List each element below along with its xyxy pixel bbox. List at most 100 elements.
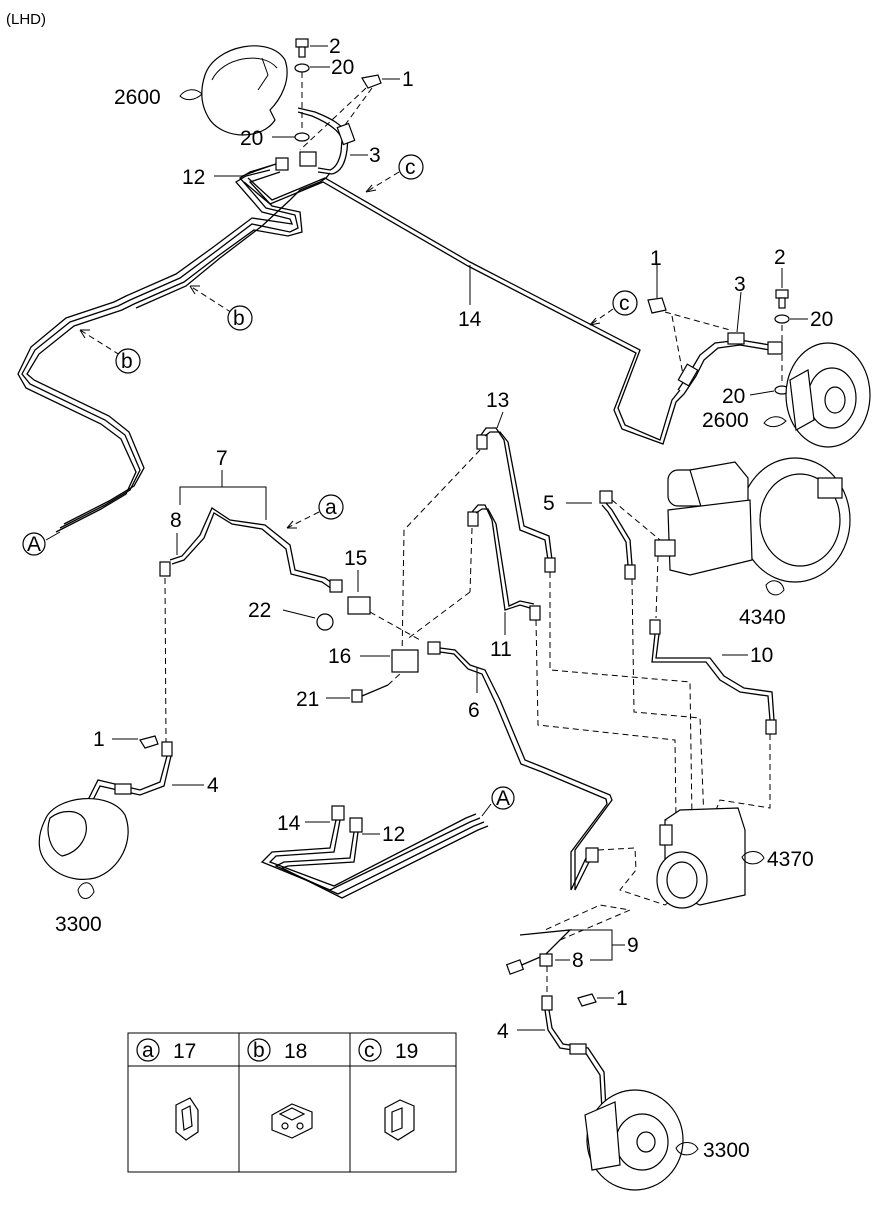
- washer-20-top-right: [774, 314, 790, 324]
- part-3300-label-left: 3300: [55, 913, 102, 936]
- part-7-label: 7: [216, 447, 228, 470]
- hand-pointer-icon: [765, 580, 785, 596]
- anchor-A-bottom-text: A: [496, 787, 510, 810]
- anchor-A-left: [22, 532, 46, 556]
- pipe-14-fitting-bottom: [331, 805, 345, 821]
- legend-part-19: 19: [395, 1040, 418, 1063]
- bracket-8-bottom: [539, 953, 553, 967]
- part-4-label-right: 4: [497, 1020, 509, 1043]
- bolt-2-top-left: [295, 38, 309, 58]
- block-15: [347, 596, 371, 615]
- hose-3-nut-top-left: [299, 151, 317, 167]
- part-2600-label-right: 2600: [702, 409, 749, 432]
- clip-marker-c-lower-text: c: [619, 292, 630, 315]
- clip-marker-c-upper: [398, 154, 424, 180]
- hose-4-fitting-top-left: [161, 741, 173, 757]
- part-15-label: 15: [344, 547, 367, 570]
- pipe-11-fitting-bottom: [529, 605, 541, 621]
- part-1-label-bottom-left: 1: [93, 728, 105, 751]
- pipe-6-fitting: [585, 847, 599, 863]
- part-1-label-top-right: 1: [650, 247, 662, 270]
- hose-fitting-left-top: [159, 561, 171, 577]
- clip-marker-a: [318, 494, 344, 520]
- bottom-pipe-bundle: [260, 813, 489, 899]
- hand-pointer-icon: [763, 416, 787, 428]
- part-4370-label: 4370: [767, 848, 814, 871]
- anchor-A-left-text: A: [27, 533, 41, 556]
- part-8-label-top: 8: [170, 509, 182, 532]
- part-14-label-top: 14: [458, 308, 482, 331]
- clip-legend-table: a 17 b 18 c 19: [127, 1032, 457, 1173]
- part-22-label: 22: [248, 599, 271, 622]
- block-16: [391, 649, 419, 673]
- legend-letter-b: b: [253, 1039, 265, 1062]
- legend-letter-a: a: [142, 1039, 154, 1062]
- clip-marker-c-lower: [612, 290, 638, 316]
- hose-4-fitting-top-right: [541, 995, 553, 1011]
- pipe-5-fitting: [624, 564, 636, 580]
- master-cylinder-booster: [654, 457, 851, 583]
- abs-hydraulic-unit: [656, 807, 746, 909]
- pipe-12-fitting-bottom: [349, 817, 363, 833]
- pipe-10-fitting-top: [649, 619, 661, 635]
- nut-22: [316, 613, 334, 631]
- part-6-label: 6: [468, 699, 480, 722]
- clip-marker-b-lower: [115, 348, 141, 374]
- part-10-label: 10: [750, 644, 773, 667]
- washer-20-top-left: [294, 63, 310, 73]
- part-20-label-top-b: 20: [240, 127, 263, 150]
- hand-pointer-icon: [675, 1142, 699, 1156]
- pipe-12-nut-top: [275, 157, 289, 171]
- hose-3-nut-top-right: [727, 332, 745, 345]
- part-1-label-top-left: 1: [402, 68, 414, 91]
- front-right-brake-rotor: [785, 342, 871, 448]
- clip-1-top-right: [647, 297, 667, 314]
- part-4-label-left: 4: [207, 774, 219, 797]
- hand-pointer-icon: [77, 882, 95, 899]
- clip-17-icon: [175, 1097, 199, 1141]
- part-2-label-top-right: 2: [774, 246, 786, 269]
- part-1-label-bottom-right: 1: [616, 987, 628, 1010]
- clip-marker-b-lower-text: b: [121, 350, 133, 373]
- pipe-10-fitting-bottom: [765, 719, 777, 735]
- legend-letter-circle-b: [247, 1038, 271, 1062]
- part-4340-label: 4340: [739, 606, 786, 629]
- part-16-label: 16: [328, 645, 351, 668]
- bolt-21: [351, 684, 389, 703]
- clip-marker-b-upper: [227, 305, 253, 331]
- part-2600-label-top: 2600: [114, 86, 161, 109]
- hose-4-clamp-right: [569, 1043, 587, 1055]
- legend-part-17: 17: [173, 1040, 196, 1063]
- clip-19-icon: [384, 1099, 415, 1141]
- clip-1-bottom-left: [139, 735, 159, 749]
- pipe-11-fitting-top: [467, 511, 479, 527]
- part-11-label: 11: [490, 638, 512, 661]
- pipe-6-nut: [427, 641, 441, 655]
- bolt-2-top-right: [775, 289, 789, 309]
- hose-3-banjo-top-right: [767, 341, 783, 355]
- part-12-label-bottom: 12: [382, 823, 405, 846]
- left-pipe-bundle: [17, 163, 331, 533]
- anchor-A-bottom: [491, 786, 515, 810]
- part-9-label: 9: [627, 934, 639, 957]
- hose-4-clamp-left: [114, 783, 132, 795]
- legend-letter-circle-a: [136, 1038, 160, 1062]
- part-12-label-top: 12: [182, 166, 205, 189]
- variant-label: (LHD): [6, 11, 46, 28]
- clip-marker-c-upper-text: c: [405, 156, 416, 179]
- part-3300-label-right: 3300: [703, 1139, 750, 1162]
- legend-part-18: 18: [284, 1040, 307, 1063]
- part-13-label: 13: [486, 389, 509, 412]
- clip-18-icon: [271, 1103, 313, 1139]
- part-20-label-top-c: 20: [810, 308, 833, 331]
- clip-1-bottom-right: [577, 993, 597, 1007]
- hand-pointer-icon: [741, 851, 765, 865]
- rear-left-brake-caliper: [38, 797, 129, 880]
- legend-letter-circle-c: [358, 1038, 382, 1062]
- clip-1-top-left: [361, 74, 382, 89]
- pipe-7-nut: [329, 579, 343, 593]
- pipe-13-fitting-bottom: [544, 557, 556, 573]
- clip-marker-a-text: a: [325, 496, 337, 519]
- rear-right-brake-rotor: [584, 1089, 684, 1191]
